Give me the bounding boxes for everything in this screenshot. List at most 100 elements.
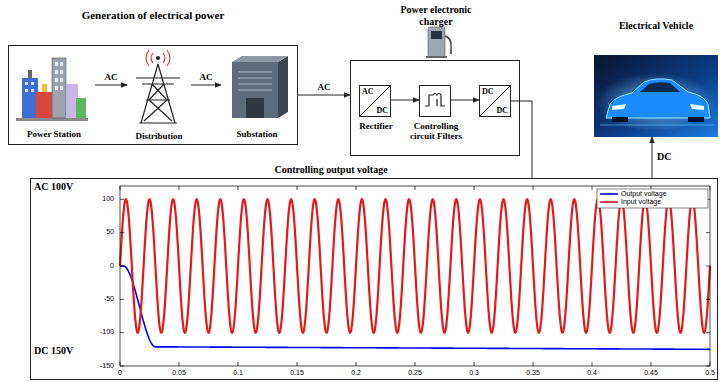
tick-label: 0.1	[222, 369, 254, 377]
tick-mark	[415, 362, 416, 366]
legend-text: Input voltage	[621, 198, 661, 206]
legend-text-holder: Input voltage	[621, 198, 661, 206]
tick-label-holder: 0.4	[576, 369, 608, 377]
filter-symbol	[420, 86, 450, 116]
tick-label: 0.3	[458, 369, 490, 377]
tick-mark	[120, 186, 121, 190]
converter-input: AC	[362, 87, 374, 96]
tick-label-holder: 50	[82, 228, 114, 236]
tick-label-holder: 0.2	[340, 369, 372, 377]
tick-label-holder: 0.3	[458, 369, 490, 377]
converter-input-holder: AC	[362, 87, 374, 96]
tick-label: 0.45	[635, 369, 667, 377]
tick-mark	[706, 366, 710, 367]
tick-label: -50	[82, 295, 114, 303]
diagonal-line	[480, 86, 510, 116]
icon-label-holder: Distribution	[127, 131, 191, 141]
connector	[652, 137, 653, 178]
tick-mark	[356, 186, 357, 190]
panel-heading-holder: Generation of electrical power	[9, 9, 297, 22]
tick-mark	[706, 332, 710, 333]
block-caption: Controlling circuit Filters	[409, 121, 463, 142]
distribution-node: Distribution	[127, 50, 191, 142]
connector	[191, 85, 221, 86]
tick-label-holder: -50	[82, 295, 114, 303]
tick-mark	[710, 362, 711, 366]
charging-station-icon	[426, 27, 451, 58]
tick-label-holder: 0.45	[635, 369, 667, 377]
panel-heading: Controlling output voltage	[201, 164, 461, 176]
panel-heading-holder: Controlling output voltage	[201, 164, 461, 176]
tick-mark	[120, 332, 124, 333]
tick-label: 0.05	[163, 369, 195, 377]
rectifier-box: ACDCRectifier	[359, 85, 391, 117]
tick-label: 0.25	[399, 369, 431, 377]
tick-label-holder: -100	[82, 328, 114, 336]
icon-label-holder: Substation	[221, 129, 293, 139]
tick-label: 50	[82, 228, 114, 236]
converter-input-holder: DC	[482, 87, 494, 96]
tick-mark	[120, 266, 124, 267]
tick-label: 0.35	[517, 369, 549, 377]
connector	[451, 100, 479, 101]
connector	[511, 101, 532, 178]
tick-label-holder: 0.15	[281, 369, 313, 377]
tick-label: 0.5	[694, 369, 722, 377]
panel-heading-holder: Electrical Vehicle	[594, 20, 718, 32]
panel-heading: Generation of electrical power	[9, 9, 297, 22]
converter-output-holder: DC	[496, 106, 508, 115]
legend-line-sample	[600, 201, 618, 203]
tick-mark	[297, 362, 298, 366]
axis-annotation: AC 100V	[34, 181, 73, 193]
edge-label-holder: DC	[657, 151, 671, 163]
tick-mark	[706, 299, 710, 300]
panel-heading-holder: Power electronic charger	[391, 4, 481, 27]
tick-mark	[238, 186, 239, 190]
legend-line-sample	[600, 193, 618, 195]
tick-label: 0	[82, 262, 114, 270]
tick-mark	[592, 362, 593, 366]
tick-label-holder: 100	[82, 195, 114, 203]
edge-label-holder: AC	[191, 72, 221, 82]
tick-mark	[297, 186, 298, 190]
vehicle-picture-node: Electrical Vehicle	[594, 55, 718, 137]
axis-annotation-holder: AC 100V	[34, 181, 73, 193]
dc-dc-box: DC DC	[479, 85, 511, 117]
legend-samples	[600, 194, 618, 202]
tick-mark	[120, 299, 124, 300]
edge-label: AC	[191, 72, 221, 82]
input-voltage-curve	[120, 199, 710, 332]
power-station-icon	[16, 58, 88, 121]
tick-mark	[238, 362, 239, 366]
block-caption-holder: Controlling circuit Filters	[409, 121, 463, 142]
substation-icon	[232, 56, 288, 118]
tick-label-holder: 0	[104, 369, 136, 377]
tick-label-holder: 0	[82, 262, 114, 270]
tick-label-holder: 0.35	[517, 369, 549, 377]
tick-mark	[533, 186, 534, 190]
diagonal-line	[360, 86, 390, 116]
tick-mark	[706, 232, 710, 233]
tick-label-holder: 0.1	[222, 369, 254, 377]
tick-label-holder: 0.5	[694, 369, 722, 377]
tick-mark	[592, 186, 593, 190]
tick-mark	[533, 362, 534, 366]
legend-box	[597, 189, 708, 208]
icon-label: Substation	[221, 129, 293, 139]
tick-mark	[474, 186, 475, 190]
legend-text-holder: Output voltage	[621, 190, 667, 198]
tick-mark	[120, 232, 124, 233]
transmission-tower-icon	[136, 50, 180, 123]
icon-label-holder: Power Station	[13, 129, 95, 139]
axis-annotation: DC 150V	[34, 345, 73, 357]
tick-mark	[474, 362, 475, 366]
charger-panel: Power electronic chargerACDCRectifierCon…	[350, 60, 520, 156]
electric-car-picture	[594, 55, 718, 137]
filter-glyph	[425, 94, 445, 107]
edge-label: DC	[657, 151, 671, 163]
connector	[95, 85, 127, 86]
edge-label-holder: AC	[96, 72, 126, 82]
tick-mark	[179, 362, 180, 366]
